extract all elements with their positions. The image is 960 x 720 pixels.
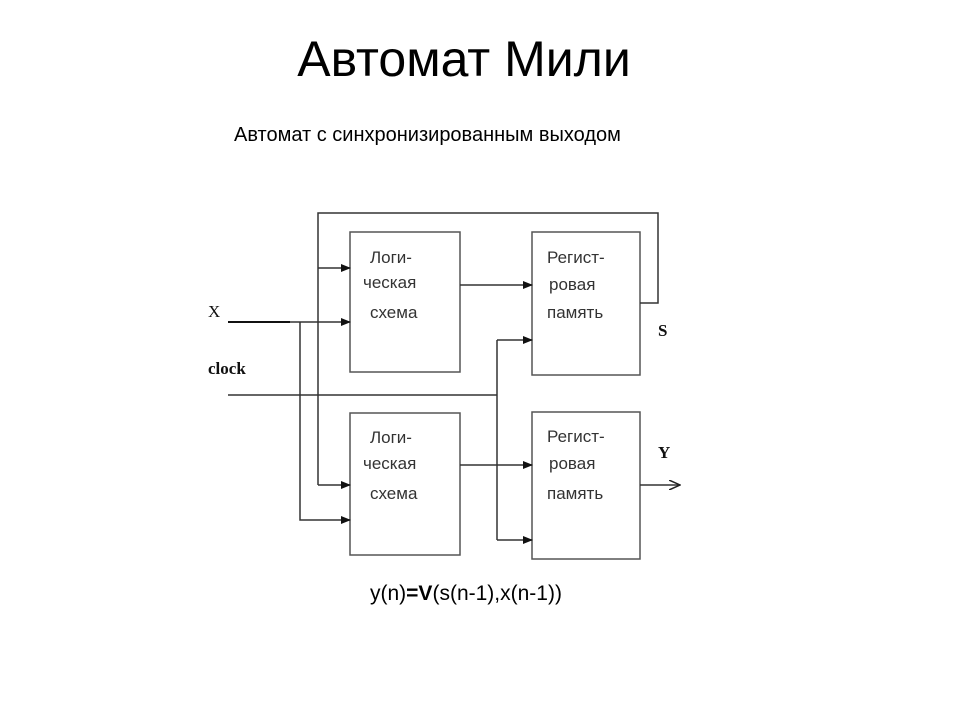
signal-clock-label: clock: [208, 359, 246, 378]
logic-top-line1: Логи-: [370, 248, 412, 267]
register-bottom-line1: Регист-: [547, 427, 605, 446]
signal-y-label: Y: [658, 443, 670, 462]
output-formula: y(n)=V(s(n-1),x(n-1)): [370, 582, 562, 606]
formula-part3: (s(n-1),x(n-1)): [432, 582, 562, 605]
register-bottom-line3: память: [547, 484, 603, 503]
logic-top-line3: схема: [370, 303, 418, 322]
feedback-s-loop: [317, 212, 659, 485]
register-top-line2: ровая: [549, 275, 595, 294]
register-top-line3: память: [547, 303, 603, 322]
signal-x-label: X: [208, 302, 220, 321]
input-x-bus: [299, 322, 351, 524]
signal-s-label: S: [658, 321, 667, 340]
register-block-bottom: [531, 411, 641, 560]
logic-top-line2: ческая: [363, 273, 416, 292]
logic-block-top: [349, 231, 461, 373]
register-bottom-line2: ровая: [549, 454, 595, 473]
formula-part1: y(n): [370, 582, 407, 605]
formula-part2: =V: [406, 582, 433, 605]
logic-bottom-line3: схема: [370, 484, 418, 503]
logic-block-bottom: [349, 412, 461, 556]
slide-title: Автомат Мили: [297, 31, 631, 87]
slide-subtitle: Автомат с синхронизированным выходом: [234, 124, 621, 146]
logic-bottom-line2: ческая: [363, 454, 416, 473]
register-top-line1: Регист-: [547, 248, 605, 267]
logic-bottom-line1: Логи-: [370, 428, 412, 447]
